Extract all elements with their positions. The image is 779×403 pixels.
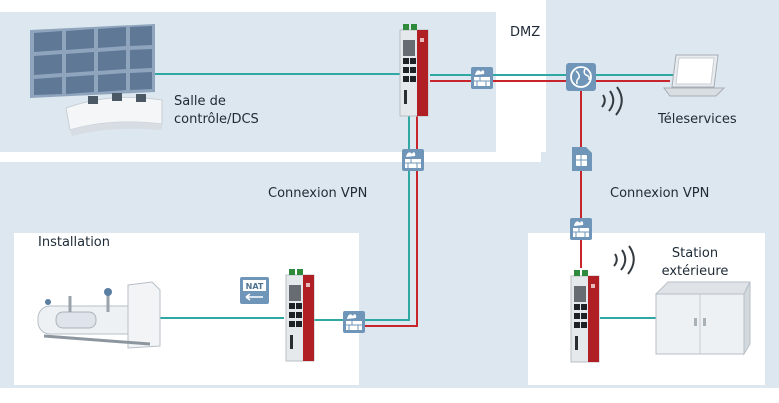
station-label-line-1: Station xyxy=(671,246,719,261)
video-wall-icon xyxy=(30,24,155,98)
svg-text:NAT: NAT xyxy=(246,282,264,291)
globe-icon xyxy=(566,63,596,91)
wireless-signal-icon xyxy=(613,245,635,275)
sim-card-icon xyxy=(572,147,592,171)
firewall-icon xyxy=(342,310,366,334)
router-installation xyxy=(285,268,315,362)
control-room-label-line-2: contrôle/DCS xyxy=(174,112,259,127)
laptop-icon xyxy=(663,54,726,97)
connection-lines xyxy=(155,73,675,327)
nat-icon: NAT xyxy=(240,277,269,304)
router-control-room xyxy=(399,23,429,117)
vpn-right-label: Connexion VPN xyxy=(610,186,710,201)
machine-icon xyxy=(37,281,161,349)
firewall-icon xyxy=(470,66,494,90)
installation-label: Installation xyxy=(38,235,111,250)
vpn-left-label: Connexion VPN xyxy=(268,186,368,201)
firewall-icon xyxy=(569,217,593,241)
firewall-icon xyxy=(401,148,425,172)
station-label-line-2: extérieure xyxy=(661,264,729,279)
cabinet-icon xyxy=(654,281,751,356)
dmz-label: DMZ xyxy=(510,25,541,40)
control-desk-icon xyxy=(65,93,163,136)
teleservices-label: Téleservices xyxy=(658,112,737,127)
router-station xyxy=(570,269,600,363)
control-room-label-line-1: Salle de xyxy=(174,94,226,109)
wireless-signal-icon xyxy=(601,86,623,116)
